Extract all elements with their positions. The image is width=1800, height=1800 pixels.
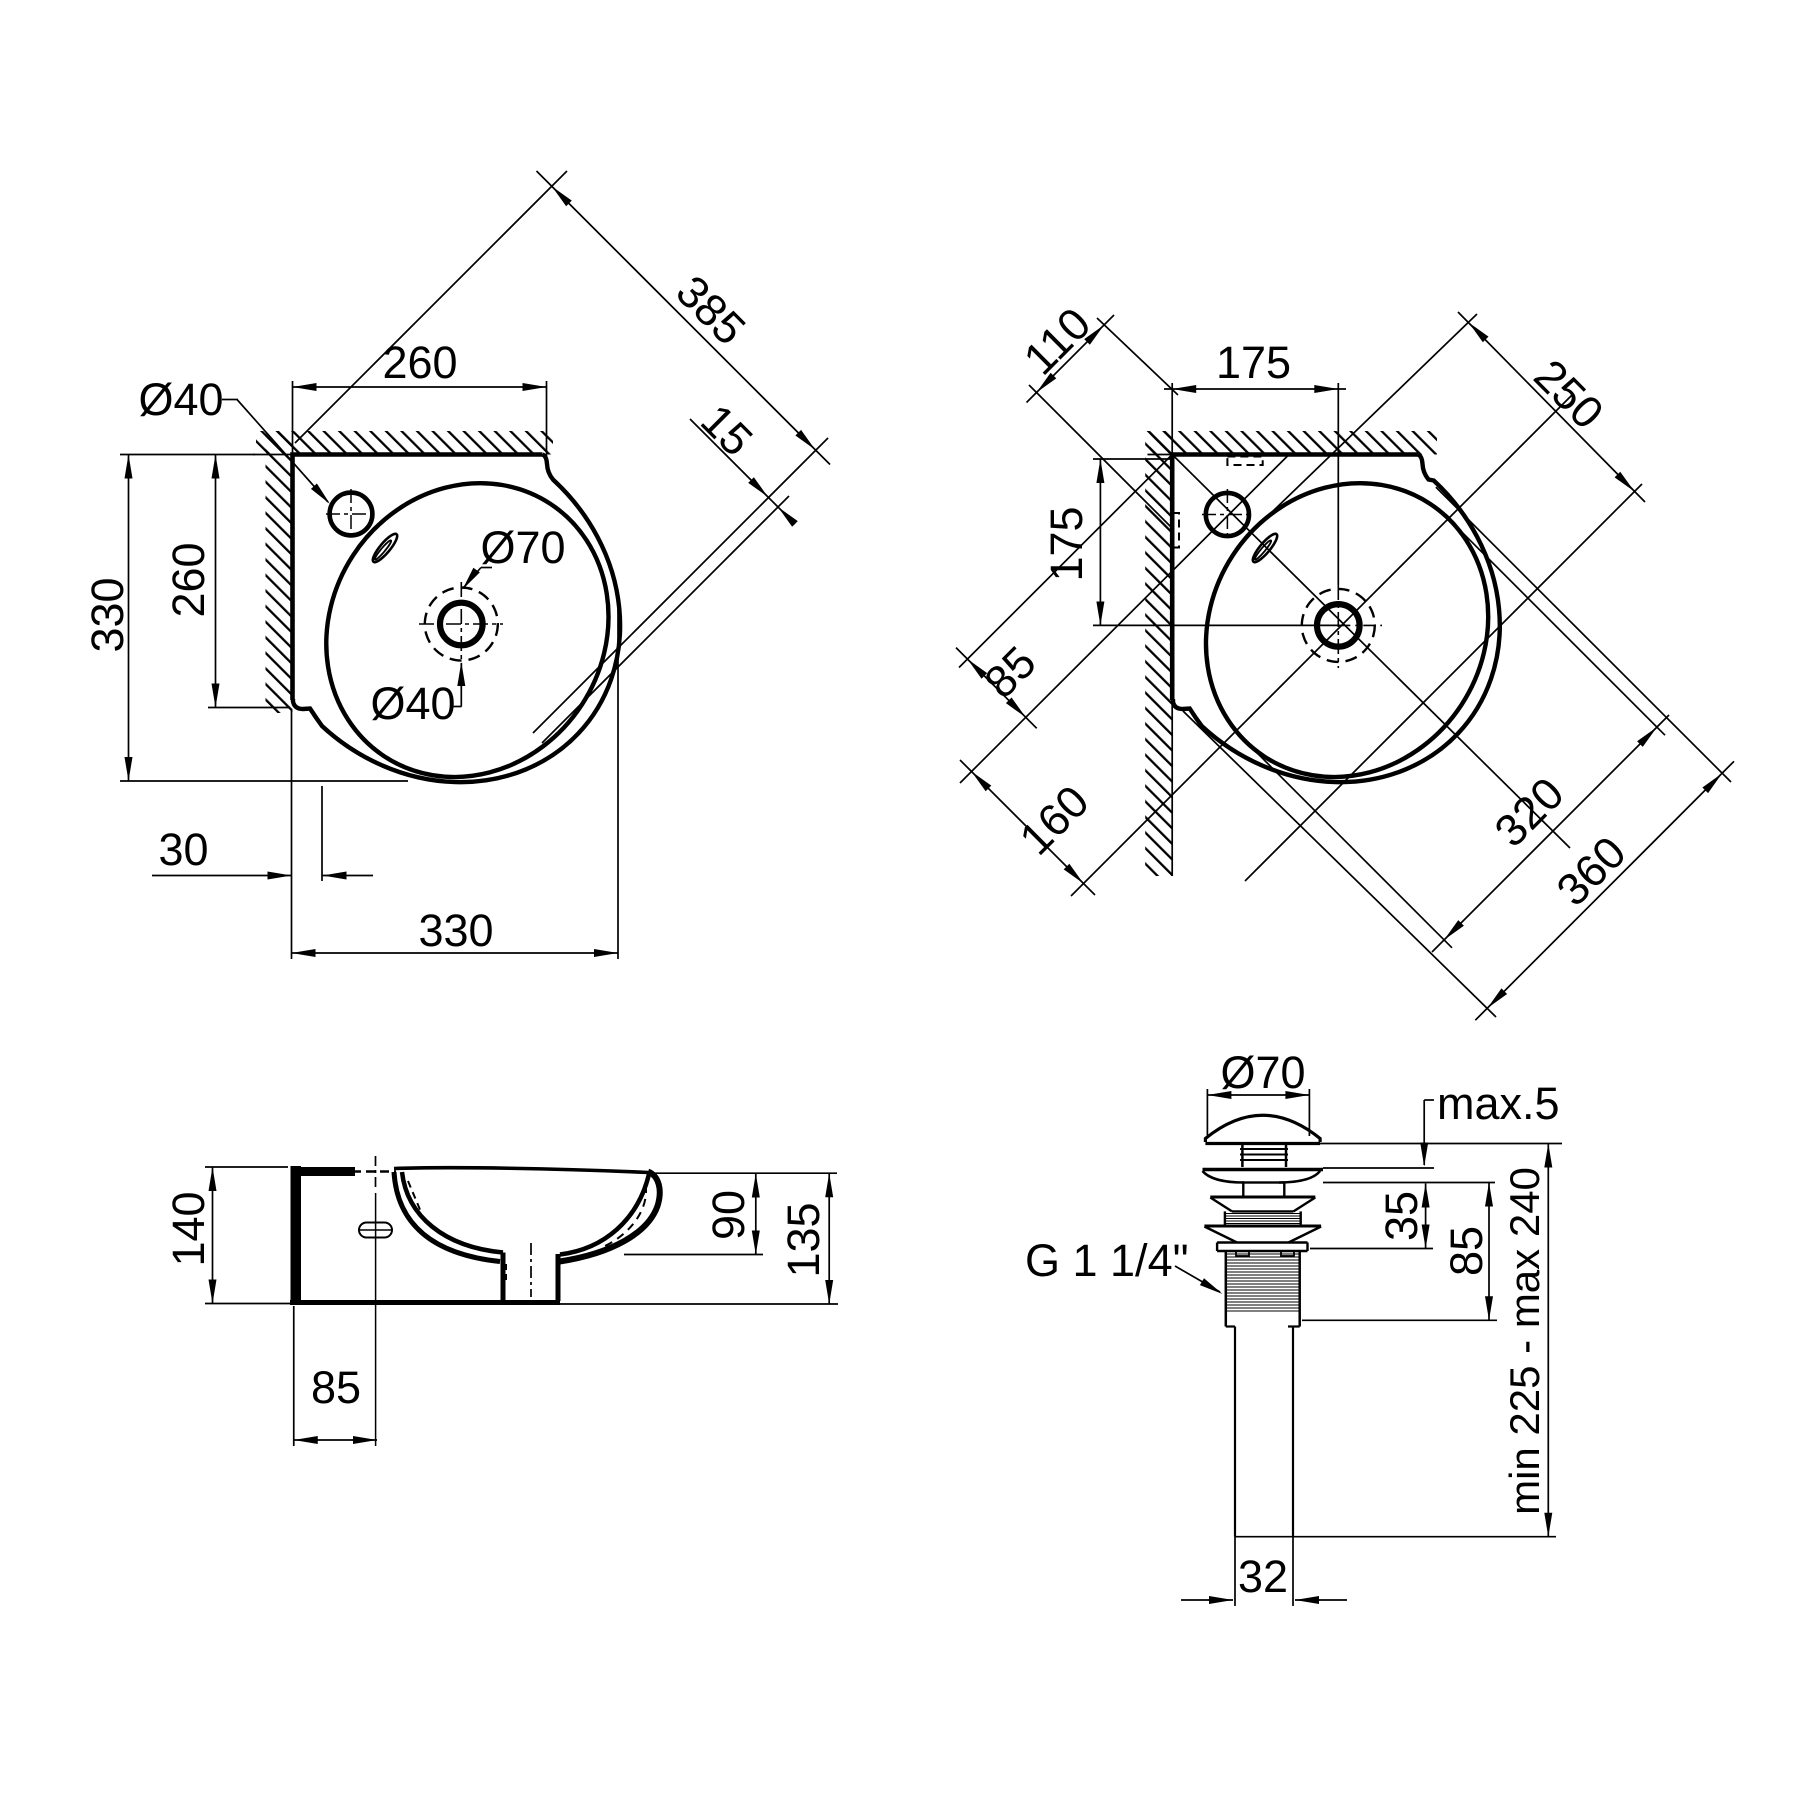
- svg-text:G 1 1/4": G 1 1/4": [1025, 1235, 1189, 1286]
- svg-text:85: 85: [1441, 1226, 1492, 1276]
- svg-text:140: 140: [163, 1191, 214, 1266]
- svg-text:Ø70: Ø70: [480, 522, 565, 573]
- svg-text:160: 160: [1009, 775, 1098, 864]
- svg-text:Ø40: Ø40: [370, 678, 455, 729]
- svg-text:330: 330: [82, 577, 133, 652]
- svg-text:30: 30: [158, 824, 208, 875]
- svg-text:85: 85: [311, 1362, 361, 1413]
- svg-text:250: 250: [1524, 349, 1613, 438]
- svg-text:min 225 - max 240: min 225 - max 240: [1501, 1167, 1548, 1515]
- svg-text:135: 135: [778, 1202, 829, 1277]
- svg-text:175: 175: [1216, 337, 1291, 388]
- svg-text:320: 320: [1484, 767, 1573, 856]
- svg-text:360: 360: [1546, 826, 1635, 915]
- svg-text:260: 260: [163, 542, 214, 617]
- svg-text:385: 385: [666, 265, 755, 354]
- svg-text:35: 35: [1376, 1191, 1427, 1241]
- svg-text:175: 175: [1041, 506, 1092, 581]
- svg-text:32: 32: [1238, 1551, 1288, 1602]
- svg-text:Ø40: Ø40: [138, 374, 223, 425]
- svg-text:85: 85: [974, 636, 1045, 707]
- svg-text:110: 110: [1014, 298, 1101, 385]
- svg-text:15: 15: [691, 394, 762, 465]
- svg-text:260: 260: [382, 337, 457, 388]
- svg-text:90: 90: [703, 1190, 754, 1240]
- svg-text:Ø70: Ø70: [1220, 1047, 1305, 1098]
- svg-text:max.5: max.5: [1437, 1078, 1560, 1129]
- svg-text:330: 330: [418, 905, 493, 956]
